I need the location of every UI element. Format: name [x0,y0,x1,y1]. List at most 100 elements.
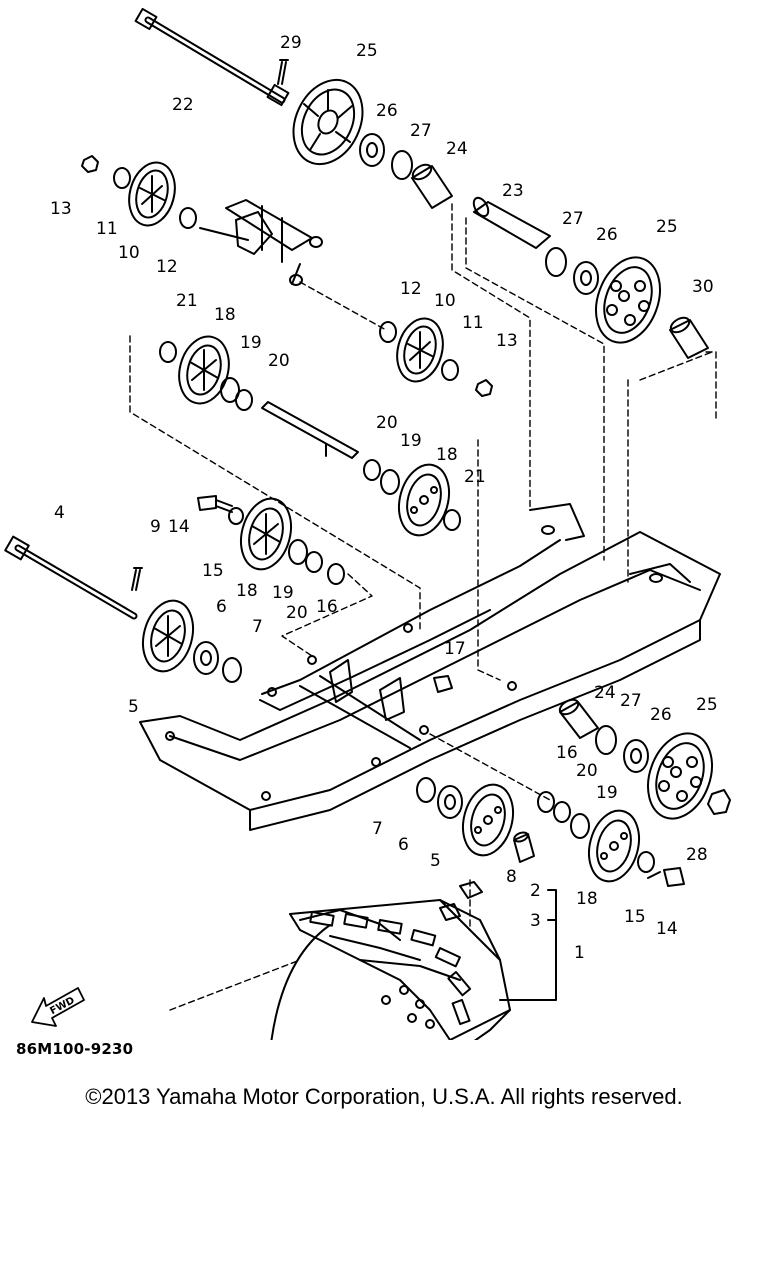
callout: 18 [576,889,598,909]
fwd-label: FWD [48,995,76,1017]
bolt-14-right [647,867,685,887]
ring-20-left [235,389,253,411]
wheel-5-left [142,599,194,673]
callout: 25 [356,41,378,61]
callout: 28 [686,845,708,865]
collar-11-mid [441,359,459,381]
wheel-10-mid [396,317,444,383]
wheel-18-right [398,463,450,537]
callout: 9 [150,517,161,537]
ring-20-lower [305,551,323,573]
sleeve-24-lower [558,698,599,739]
callout: 29 [280,33,302,53]
callout: 27 [562,209,584,229]
sleeve-30 [669,316,709,359]
callout: 19 [596,783,618,803]
callout: 26 [596,225,618,245]
callout: 24 [594,683,616,703]
callout: 19 [240,333,262,353]
callout: 16 [316,597,338,617]
callout: 5 [128,697,139,717]
wheel-25-right [595,256,661,344]
callout: 21 [464,467,486,487]
callout: 14 [168,517,190,537]
washer-15-left [228,507,244,525]
middle-shaft [261,401,359,459]
callout: 11 [96,219,118,239]
callout: 6 [216,597,227,617]
callout: 30 [692,277,714,297]
ring-20-right [363,459,381,481]
bearing-6-lower [437,785,463,819]
axle-bracket [199,199,323,286]
callout: 15 [624,907,646,927]
callout: 8 [506,867,517,887]
callout: 25 [696,695,718,715]
ring-7-left [222,657,242,683]
sleeve-24-top [411,163,453,209]
callout: 27 [410,121,432,141]
callout: 16 [556,743,578,763]
clip-17 [433,675,453,693]
bolt-29 [277,59,289,85]
callout: 14 [656,919,678,939]
bearing-6-left [193,641,219,675]
callout: 19 [272,583,294,603]
bearing-26-lower [623,739,649,773]
shaft-4 [4,535,138,620]
callout: 6 [398,835,409,855]
ring-19-right [380,469,400,495]
collar-21-right [443,509,461,531]
callout: 10 [434,291,456,311]
shaft-22 [134,7,290,107]
callout: 4 [54,503,65,523]
ring-20-lower-right [553,801,571,823]
callout: 1 [574,943,585,963]
callout: 15 [202,561,224,581]
callout: 20 [376,413,398,433]
fwd-arrow-icon: FWD [31,987,85,1027]
bracket-1 [499,889,557,1001]
callout: 26 [376,101,398,121]
wheel-5-lower [462,783,514,857]
callout: 3 [530,911,541,931]
ring-19-left [220,377,240,403]
copyright-notice: ©2013 Yamaha Motor Corporation, U.S.A. A… [85,1084,683,1109]
callout: 20 [268,351,290,371]
wheel-18-left [178,335,230,405]
slide-rail-frame [139,503,721,831]
track-assembly [270,899,511,1040]
collar-11-top [113,167,131,189]
callout: 27 [620,691,642,711]
ring-7-lower [416,777,436,803]
bearing-26-right [573,261,599,295]
shaft-23 [472,196,551,249]
ring-16-right [537,791,555,813]
drawing-code: 86M100-9230 [16,1040,134,1058]
callout: 25 [656,217,678,237]
callout-labels: 29 25 22 26 27 24 13 11 10 12 23 27 26 2… [50,33,718,963]
ring-16-lower [327,563,345,585]
callout: 18 [436,445,458,465]
callout: 22 [172,95,194,115]
wheel-10-top-left [128,161,176,227]
nut-13-top [81,155,99,173]
callout: 5 [430,851,441,871]
callout: 26 [650,705,672,725]
wheel-25-top [292,78,364,166]
collar-21-left [159,341,177,363]
bearing-26-top [359,133,385,167]
callout: 18 [236,581,258,601]
callout: 11 [462,313,484,333]
callout: 7 [372,819,383,839]
callout: 2 [530,881,541,901]
callout: 18 [214,305,236,325]
ring-27-right [545,247,567,277]
callout: 12 [156,257,178,277]
nut-28 [707,789,731,815]
ring-27-top [391,150,413,180]
ring-19-lower [288,539,308,565]
track-clip-2 [459,881,483,899]
collar-12-mid [379,321,397,343]
callout: 20 [286,603,308,623]
